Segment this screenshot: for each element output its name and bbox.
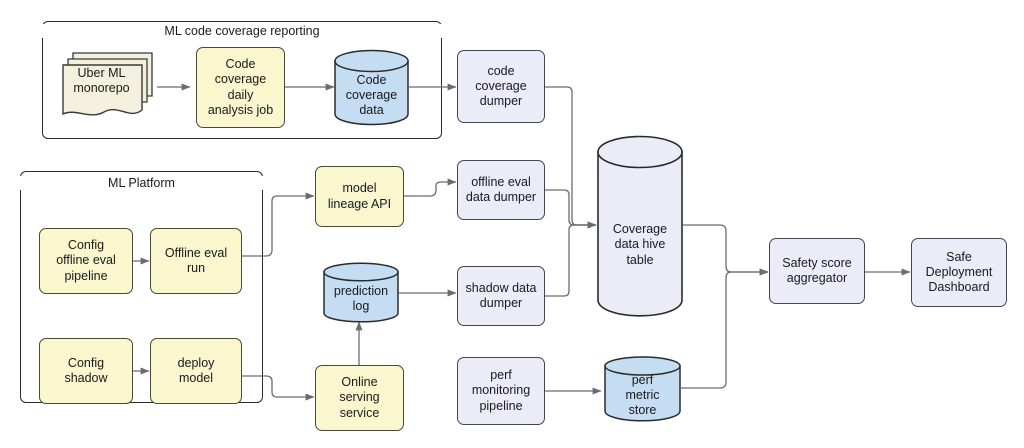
database-cylinder-icon: [334, 49, 409, 126]
node-code-coverage-dumper[interactable]: code coverage dumper: [457, 50, 545, 123]
node-label-coverage-data-hive-table: Coverage data hive table: [612, 222, 668, 267]
edge-code-dumper-to-hive: [545, 86, 597, 229]
node-safe-deployment-dashboard[interactable]: Safe Deployment Dashboard: [911, 238, 1007, 307]
node-coverage-data-hive-table[interactable]: Coverage data hive table: [597, 135, 683, 317]
node-shadow-data-dumper[interactable]: shadow data dumper: [457, 266, 545, 326]
node-offline-eval-data-dumper[interactable]: offline eval data dumper: [457, 160, 545, 220]
node-model-lineage-api[interactable]: model lineage API: [315, 166, 404, 227]
node-label-online-serving-service: Online serving service: [339, 375, 380, 420]
node-perf-monitoring-pipeline[interactable]: perf monitoring pipeline: [457, 357, 545, 425]
node-label-model-lineage-api: model lineage API: [327, 181, 392, 211]
edge-perf-store-to-safety-aggregator: [681, 268, 769, 389]
node-offline-eval-run[interactable]: Offline eval run: [150, 228, 242, 294]
node-label-prediction-log: prediction log: [333, 283, 389, 313]
node-label-uber-ml-monorepo: Uber ML monorepo: [73, 65, 130, 95]
node-code-coverage-data[interactable]: Code coverage data: [334, 49, 409, 126]
database-cylinder-icon: [323, 262, 399, 323]
node-config-offline-eval-pipeline[interactable]: Config offline eval pipeline: [39, 228, 133, 294]
node-label-offline-eval-data-dumper: offline eval data dumper: [465, 174, 537, 204]
multi-document-icon: [62, 52, 153, 116]
node-label-perf-monitoring-pipeline: perf monitoring pipeline: [471, 368, 531, 413]
group-ml-platform: [20, 171, 263, 403]
node-label-config-offline-eval-pipeline: Config offline eval pipeline: [56, 238, 116, 283]
node-deploy-model[interactable]: deploy model: [150, 338, 242, 404]
edge-lineage-api-to-offline-dumper: [404, 178, 457, 197]
node-label-perf-metric-store: perf metric store: [625, 372, 660, 418]
group-title-ml-code-coverage-reporting: ML code coverage reporting: [42, 24, 442, 38]
edge-hive-to-safety-aggregator: [683, 224, 769, 276]
edge-shadow-dumper-to-hive: [545, 221, 597, 297]
node-code-coverage-daily-job[interactable]: Code coverage daily analysis job: [196, 47, 285, 128]
node-label-code-coverage-dumper: code coverage dumper: [475, 63, 527, 109]
node-label-safe-deployment-dashboard: Safe Deployment Dashboard: [925, 249, 993, 295]
node-label-code-coverage-daily-job: Code coverage daily analysis job: [207, 57, 274, 117]
group-ml-code-coverage-reporting: [42, 21, 442, 139]
node-online-serving-service[interactable]: Online serving service: [315, 365, 404, 431]
node-label-safety-score-aggregator: Safety score aggregator: [782, 255, 852, 285]
node-label-shadow-data-dumper: shadow data dumper: [465, 280, 537, 310]
node-uber-ml-monorepo[interactable]: Uber ML monorepo: [60, 48, 157, 128]
group-title-ml-platform: ML Platform: [20, 176, 263, 190]
node-prediction-log[interactable]: prediction log: [323, 262, 399, 323]
edge-offline-dumper-to-hive: [545, 189, 597, 229]
node-label-config-shadow: Config shadow: [64, 355, 108, 385]
node-safety-score-aggregator[interactable]: Safety score aggregator: [769, 238, 865, 304]
node-config-shadow[interactable]: Config shadow: [39, 338, 133, 404]
node-perf-metric-store[interactable]: perf metric store: [604, 356, 681, 422]
node-label-deploy-model: deploy model: [177, 355, 215, 385]
node-label-offline-eval-run: Offline eval run: [164, 245, 228, 275]
database-cylinder-icon: [604, 356, 681, 422]
node-label-code-coverage-data: Code coverage data: [345, 72, 398, 118]
database-cylinder-icon: [597, 135, 683, 317]
